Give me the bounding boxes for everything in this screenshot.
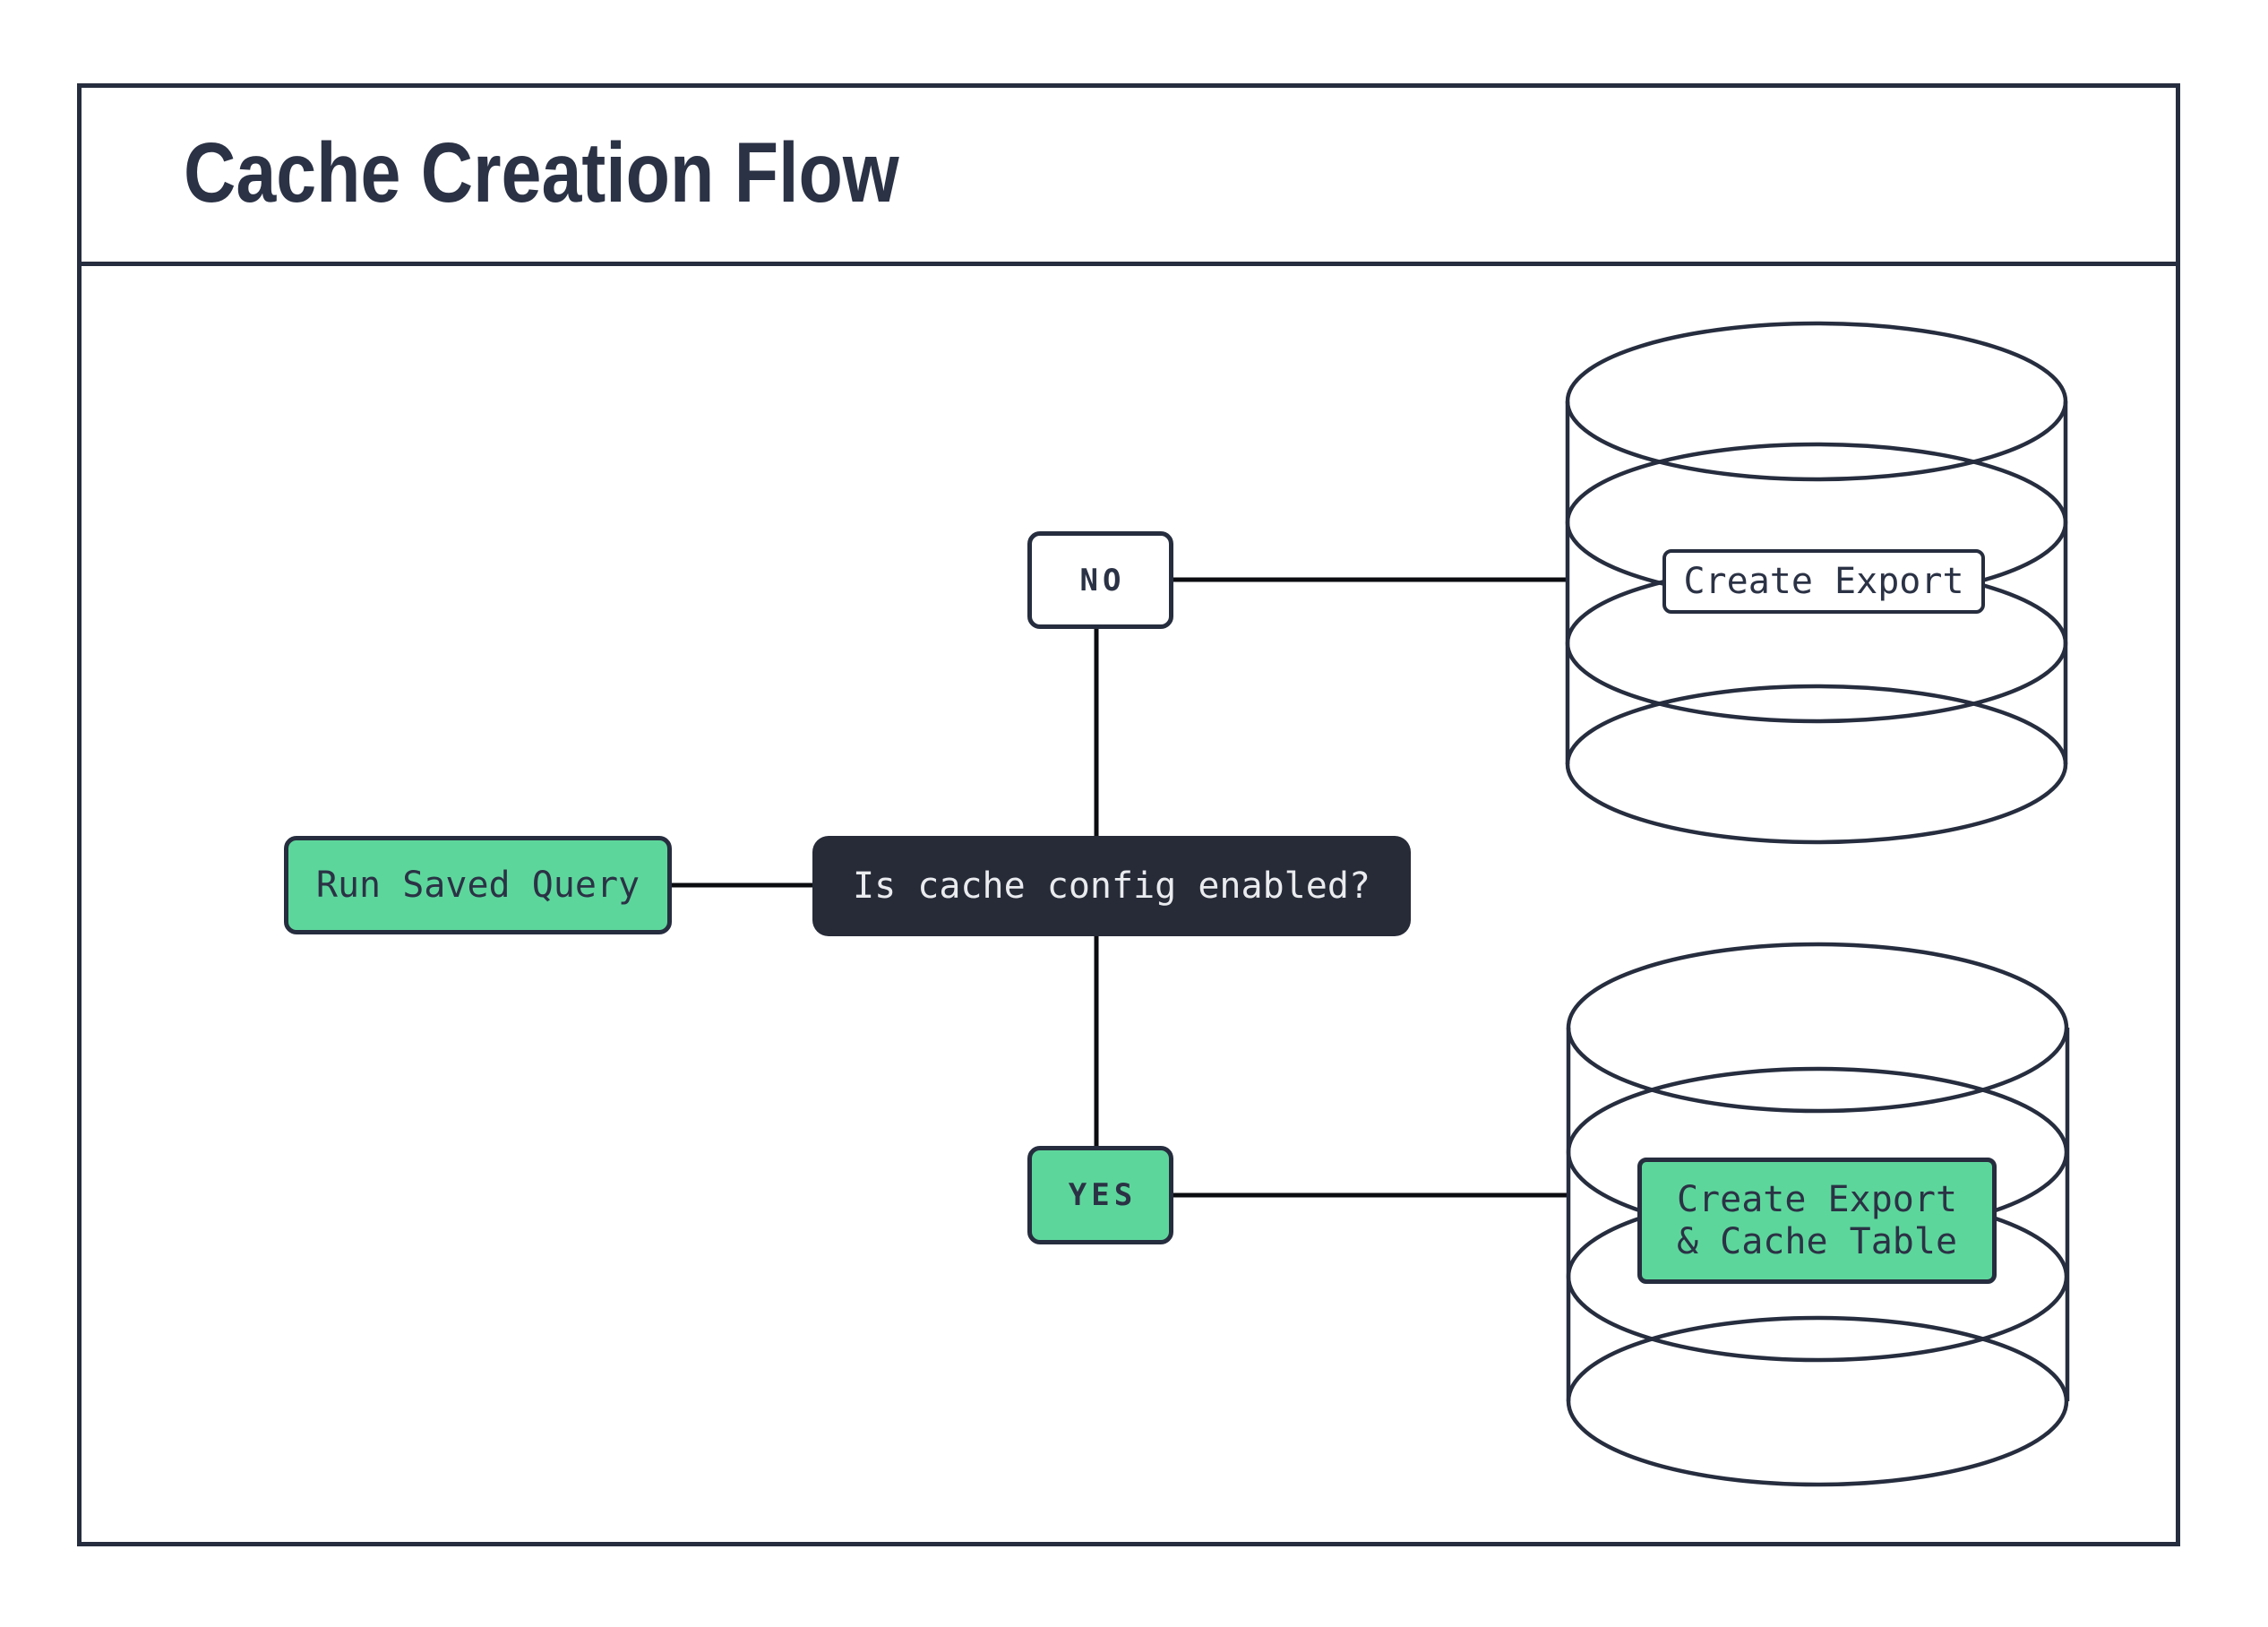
database-bottom-disk-4 (1566, 1315, 2069, 1487)
branch-yes-label: YES (1068, 1177, 1138, 1213)
node-create-export: Create Export (1662, 549, 1985, 614)
database-bottom-disk-1 (1566, 942, 2069, 1114)
branch-no-label: NO (1079, 562, 1126, 598)
page-title: Cache Creation Flow (184, 125, 899, 220)
node-create-export-cache-table-line1: Create Export (1676, 1178, 1958, 1220)
node-run-saved-query-label: Run Saved Query (315, 865, 640, 906)
branch-no-badge: NO (1027, 531, 1173, 629)
branch-yes-badge: YES (1027, 1146, 1173, 1244)
title-divider (77, 262, 2180, 266)
node-cache-config-decision-label: Is cache config enabled? (853, 865, 1370, 907)
node-create-export-label: Create Export (1683, 561, 1964, 602)
connector-lines (672, 577, 1569, 1198)
node-create-export-cache-table-line2: & Cache Table (1676, 1220, 1958, 1262)
diagram-frame (77, 83, 2180, 1546)
database-icon-top (1565, 321, 2068, 845)
node-cache-config-decision: Is cache config enabled? (812, 836, 1411, 936)
database-top-disk-4 (1565, 684, 2068, 845)
node-create-export-cache-table: Create Export & Cache Table (1637, 1158, 1997, 1284)
database-top-disk-1 (1565, 321, 2068, 482)
node-run-saved-query: Run Saved Query (284, 836, 672, 934)
database-icon-bottom (1566, 942, 2070, 1487)
